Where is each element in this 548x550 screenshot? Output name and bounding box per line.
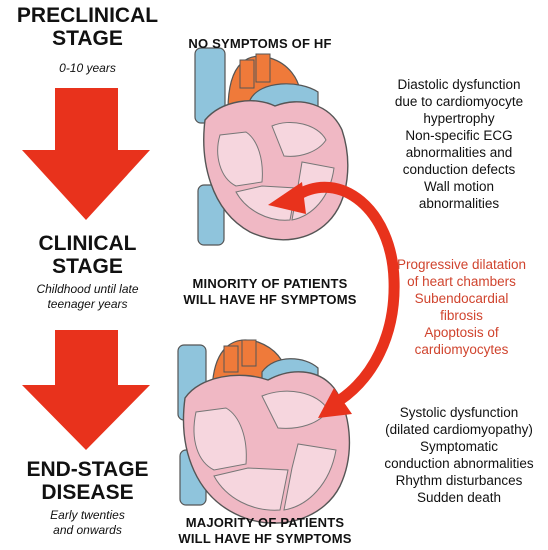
stage-clinical-title: CLINICAL STAGE [38,232,137,278]
heading-minority-symptoms: MINORITY OF PATIENTS WILL HAVE HF SYMPTO… [183,276,357,307]
notes-end-stage: Systolic dysfunction (dilated cardiomyop… [384,405,534,505]
stage-endstage-title: END-STAGE DISEASE [26,458,149,504]
stage-preclinical-title: PRECLINICAL STAGE [16,4,159,50]
stage-preclinical-subtitle: 0-10 years [59,61,116,75]
notes-preclinical: Diastolic dysfunction due to cardiomyocy… [394,77,524,211]
stage-clinical-subtitle: Childhood until late teenager years [36,282,139,311]
heart-dilated-illustration [177,339,351,524]
notes-progression: Progressive dilatation of heart chambers… [396,257,527,357]
heart-normal-illustration [194,47,349,246]
stage-arrow-1 [22,88,150,220]
heading-majority-symptoms: MAJORITY OF PATIENTS WILL HAVE HF SYMPTO… [178,515,352,546]
stage-endstage-subtitle: Early twenties and onwards [50,508,125,537]
stage-arrow-2 [22,330,150,450]
progression-arrow [268,181,400,418]
heading-no-symptoms: NO SYMPTOMS OF HF [188,36,332,51]
